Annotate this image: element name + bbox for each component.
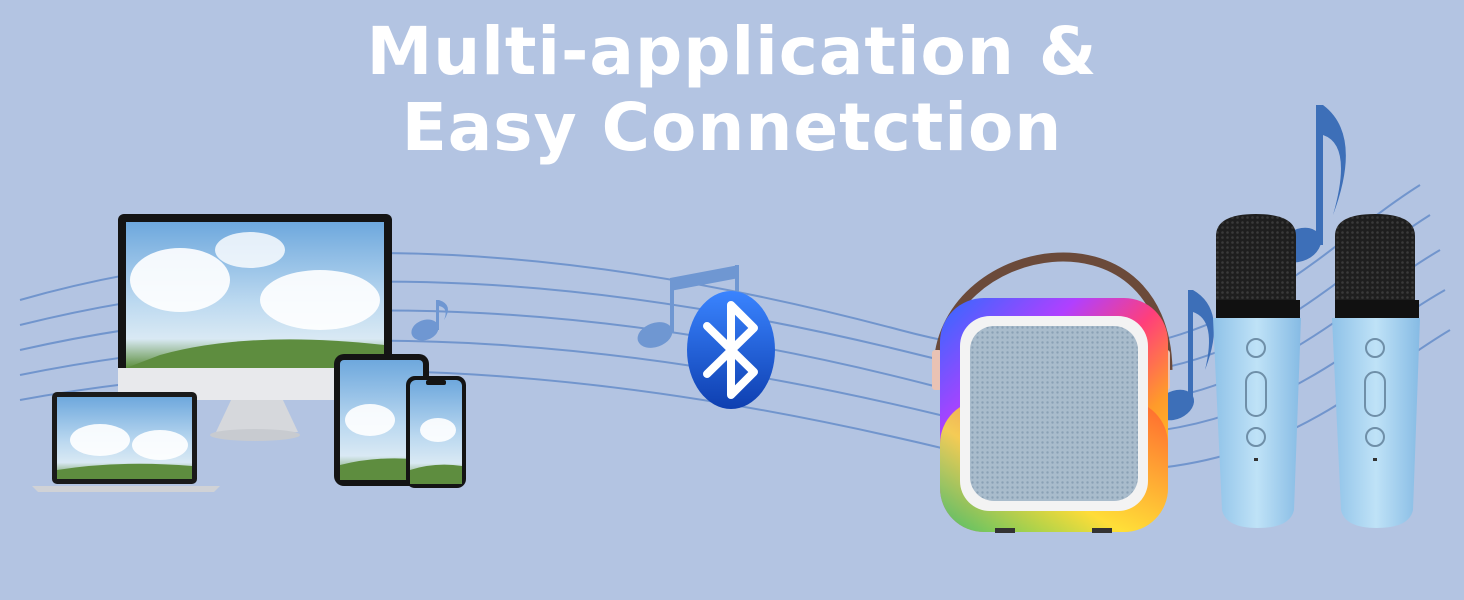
power-icon [1365,338,1385,358]
headline-line-2: Easy Connetction [401,89,1063,166]
headline-line-1: Multi-application & [366,13,1098,90]
microphone [1213,214,1301,528]
smartphone [406,376,466,488]
tablet [334,354,429,486]
volume-down-icon [1246,427,1266,447]
laptop [32,392,220,492]
music-note-icon [411,300,448,341]
devices-group [32,214,466,492]
volume-down-icon [1365,427,1385,447]
microphone [1332,214,1420,528]
power-icon [1246,338,1266,358]
headline: Multi-application & Easy Connetction [0,14,1464,166]
speaker-grille [970,326,1138,501]
volume-up-icon [1364,371,1386,417]
volume-up-icon [1245,371,1267,417]
karaoke-speaker [932,252,1173,533]
bluetooth-icon [687,291,775,409]
